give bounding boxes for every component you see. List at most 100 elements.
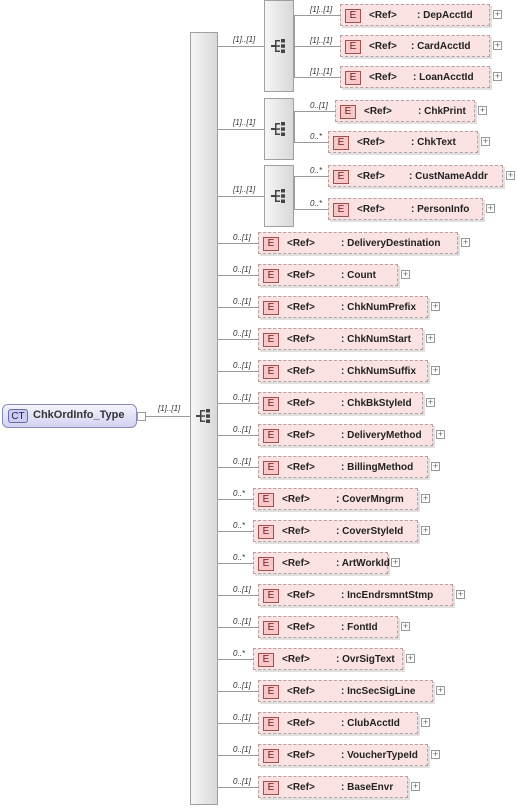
ref-label: <Ref>: [282, 526, 310, 537]
ref-label: <Ref>: [369, 72, 397, 83]
element-name: : CustNameAddr: [409, 171, 488, 182]
expand-plus-icon[interactable]: +: [421, 493, 430, 503]
element-node[interactable]: E<Ref>: VoucherTypeId: [258, 744, 428, 766]
element-node[interactable]: E<Ref>: ClubAcctId: [258, 712, 418, 734]
expand-plus-icon[interactable]: +: [493, 40, 502, 50]
ref-label: <Ref>: [287, 398, 315, 409]
expand-plus-icon[interactable]: +: [401, 621, 410, 631]
element-badge: E: [263, 397, 279, 411]
expand-plus-icon[interactable]: +: [401, 269, 410, 279]
expand-plus-icon[interactable]: [137, 412, 146, 421]
sequence-compositor-icon[interactable]: [196, 408, 212, 429]
element-node[interactable]: E<Ref>: FontId: [258, 616, 398, 638]
connector-line: [218, 307, 258, 308]
expand-plus-icon[interactable]: +: [391, 557, 400, 567]
element-node[interactable]: E<Ref>: Count: [258, 264, 398, 286]
cardinality-label: [1]..[1]: [233, 118, 256, 127]
connector-line: [294, 176, 328, 177]
expand-plus-icon[interactable]: +: [486, 203, 495, 213]
ref-label: <Ref>: [369, 41, 397, 52]
sequence-compositor-icon[interactable]: [271, 38, 287, 59]
expand-plus-icon[interactable]: +: [426, 397, 435, 407]
connector-line: [218, 531, 253, 532]
element-badge: E: [263, 685, 279, 699]
expand-plus-icon[interactable]: +: [481, 136, 490, 146]
cardinality-label: 0..[1]: [233, 457, 251, 466]
element-node[interactable]: E<Ref>: IncSecSigLine: [258, 680, 433, 702]
expand-plus-icon[interactable]: +: [421, 717, 430, 727]
element-node[interactable]: E<Ref>: BaseEnvr: [258, 776, 408, 798]
connector-line: [218, 243, 258, 244]
element-node[interactable]: E<Ref>: ChkNumStart: [258, 328, 423, 350]
ref-label: <Ref>: [287, 302, 315, 313]
expand-plus-icon[interactable]: +: [406, 653, 415, 663]
element-node[interactable]: E<Ref>: BillingMethod: [258, 456, 428, 478]
sequence-compositor-icon[interactable]: [271, 121, 287, 142]
element-name: : IncEndrsmntStmp: [341, 590, 434, 601]
element-node[interactable]: E<Ref>: ArtWorkId: [253, 552, 390, 574]
ref-label: <Ref>: [287, 270, 315, 281]
expand-plus-icon[interactable]: +: [421, 525, 430, 535]
expand-plus-icon[interactable]: +: [461, 237, 470, 247]
cardinality-label: 0..[1]: [233, 233, 251, 242]
element-node[interactable]: E<Ref>: CardAcctId: [340, 35, 490, 57]
element-node[interactable]: E<Ref>: DeliveryMethod: [258, 424, 433, 446]
element-node[interactable]: E<Ref>: ChkBkStyleId: [258, 392, 423, 414]
cardinality-label: 0..*: [310, 166, 323, 175]
ref-label: <Ref>: [287, 750, 315, 761]
element-name: : IncSecSigLine: [341, 686, 416, 697]
element-node[interactable]: E<Ref>: CoverMngrm: [253, 488, 418, 510]
element-node[interactable]: E<Ref>: LoanAcctId: [340, 66, 490, 88]
cardinality-label: 0..[1]: [233, 425, 251, 434]
complex-type-node[interactable]: CT ChkOrdInfo_Type: [2, 404, 137, 428]
expand-plus-icon[interactable]: +: [431, 301, 440, 311]
expand-plus-icon[interactable]: +: [426, 333, 435, 343]
element-node[interactable]: E<Ref>: CoverStyleId: [253, 520, 418, 542]
element-name: : ChkPrint: [418, 106, 466, 117]
cardinality-label: [1]..[1]: [310, 5, 333, 14]
expand-plus-icon[interactable]: +: [506, 170, 515, 180]
expand-plus-icon[interactable]: +: [456, 589, 465, 599]
element-name: : FontId: [341, 622, 378, 633]
element-node[interactable]: E<Ref>: ChkText: [328, 131, 478, 153]
expand-plus-icon[interactable]: +: [493, 9, 502, 19]
element-badge: E: [263, 717, 279, 731]
element-node[interactable]: E<Ref>: DeliveryDestination: [258, 232, 458, 254]
element-node[interactable]: E<Ref>: PersonInfo: [328, 198, 483, 220]
element-badge: E: [263, 429, 279, 443]
expand-plus-icon[interactable]: +: [493, 71, 502, 81]
element-node[interactable]: E<Ref>: ChkNumPrefix: [258, 296, 428, 318]
element-node[interactable]: E<Ref>: IncEndrsmntStmp: [258, 584, 453, 606]
ref-label: <Ref>: [287, 334, 315, 345]
connector-line: [294, 142, 328, 143]
sequence-compositor-icon[interactable]: [271, 188, 287, 209]
element-badge: E: [263, 781, 279, 795]
element-name: : CoverStyleId: [336, 526, 404, 537]
connector-line: [218, 659, 253, 660]
element-node[interactable]: E<Ref>: ChkPrint: [335, 100, 475, 122]
expand-plus-icon[interactable]: +: [431, 461, 440, 471]
element-badge: E: [263, 333, 279, 347]
element-node[interactable]: E<Ref>: DepAcctId: [340, 4, 490, 26]
cardinality-label: [1]..[1]: [233, 35, 256, 44]
connector-line: [218, 627, 258, 628]
expand-plus-icon[interactable]: +: [436, 429, 445, 439]
root-cardinality: [1]..[1]: [158, 404, 181, 413]
expand-plus-icon[interactable]: +: [411, 781, 420, 791]
element-node[interactable]: E<Ref>: ChkNumSuffix: [258, 360, 428, 382]
element-name: : ChkNumSuffix: [341, 366, 416, 377]
element-badge: E: [345, 71, 361, 85]
expand-plus-icon[interactable]: +: [478, 105, 487, 115]
expand-plus-icon[interactable]: +: [431, 749, 440, 759]
ref-label: <Ref>: [287, 462, 315, 473]
ref-label: <Ref>: [282, 558, 310, 569]
expand-plus-icon[interactable]: +: [431, 365, 440, 375]
connector-line: [218, 46, 264, 47]
element-node[interactable]: E<Ref>: CustNameAddr: [328, 165, 503, 187]
element-node[interactable]: E<Ref>: OvrSigText: [253, 648, 403, 670]
connector-line: [294, 111, 295, 142]
element-badge: E: [263, 301, 279, 315]
connector-line: [294, 111, 335, 112]
expand-plus-icon[interactable]: +: [436, 685, 445, 695]
